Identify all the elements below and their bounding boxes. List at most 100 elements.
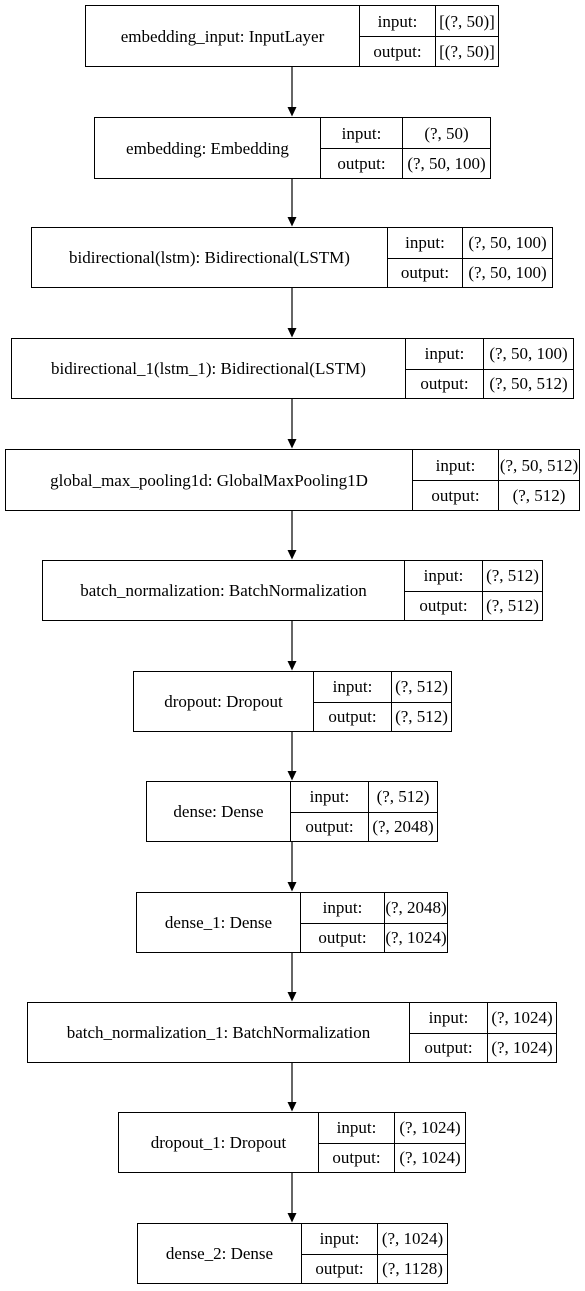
arrowhead [287,661,297,671]
input-label: input: [388,228,463,258]
input-label: input: [314,672,392,702]
io-table: input:(?, 512)output:(?, 2048) [291,782,437,841]
arrowhead [287,1213,297,1223]
input-label: input: [321,118,403,148]
output-shape: (?, 50, 100) [468,263,547,283]
layer-name: dropout: Dropout [134,672,314,731]
io-table: input:(?, 1024)output:(?, 1024) [319,1113,465,1172]
input-label: input: [360,6,436,36]
output-row: output:(?, 1024) [319,1142,465,1172]
edge-arrow [287,842,297,892]
input-row: input:(?, 50, 100) [406,339,573,369]
input-label: input: [301,893,385,923]
output-shape: [(?, 50)] [439,42,495,61]
io-table: input:(?, 2048)output:(?, 1024) [301,893,447,952]
input-label: input: [413,450,499,480]
layer-node-bidirectional-1-lstm-1: bidirectional_1(lstm_1): Bidirectional(L… [11,338,574,399]
input-label: input: [405,561,483,591]
output-shape: (?, 50, 512) [489,374,568,394]
input-row: input:(?, 512) [291,782,437,812]
io-table: input:(?, 512)output:(?, 512) [405,561,542,620]
output-row: output:(?, 1024) [301,922,447,952]
layer-name: bidirectional(lstm): Bidirectional(LSTM) [32,228,388,287]
layer-name: dropout_1: Dropout [119,1113,319,1172]
arrowhead [287,992,297,1002]
arrowhead [287,550,297,560]
output-label: output: [301,923,385,952]
layer-node-global-max-pooling1d: global_max_pooling1d: GlobalMaxPooling1D… [5,449,580,511]
input-row: input:[(?, 50)] [360,6,498,36]
input-shape: (?, 512) [486,566,539,586]
output-shape: (?, 512) [395,707,448,727]
arrowhead [287,439,297,449]
input-shape: (?, 1024) [491,1008,553,1028]
output-shape: (?, 512) [486,596,539,616]
io-table: input:(?, 1024)output:(?, 1024) [410,1003,556,1062]
edge-arrow [287,1063,297,1112]
input-row: input:(?, 50, 512) [413,450,579,480]
output-shape: (?, 50, 100) [407,154,486,173]
edge-arrow [287,621,297,671]
output-label: output: [360,37,436,66]
io-table: input:(?, 50, 512)output: (?, 512) [413,450,579,510]
layer-name: dense_1: Dense [137,893,301,952]
input-row: input:(?, 50, 100) [388,228,552,258]
input-shape: (?, 50) [424,123,469,143]
arrowhead [287,882,297,892]
arrowhead [287,1102,297,1112]
input-row: input:(?, 1024) [319,1113,465,1143]
input-label: input: [410,1003,488,1033]
output-row: output:(?, 2048) [291,811,437,841]
edge-arrow [287,288,297,338]
io-table: input:(?, 512)output:(?, 512) [314,672,451,731]
input-row: input:(?, 1024) [410,1003,556,1033]
input-row: input:(?, 512) [314,672,451,702]
input-shape: (?, 50, 100) [489,344,568,364]
output-row: output:(?, 512) [314,701,451,731]
edge-arrow [287,179,297,227]
output-label: output: [413,481,499,510]
output-row: output:(?, 50, 100) [321,148,490,178]
output-label: output: [321,149,403,178]
output-row: output:[(?, 50)] [360,36,498,66]
output-row: output:(?, 50, 100) [388,257,552,287]
edge-arrow [287,511,297,560]
output-row: output:(?, 50, 512) [406,368,573,398]
input-shape: (?, 50, 512) [499,455,579,475]
output-label: output: [314,702,392,731]
output-label: output: [406,369,484,398]
input-label: input: [291,782,369,812]
layer-node-bidirectional-lstm: bidirectional(lstm): Bidirectional(LSTM)… [31,227,553,288]
input-shape: (?, 2048) [385,898,447,918]
edge-arrow [287,67,297,117]
layer-name: global_max_pooling1d: GlobalMaxPooling1D [6,450,413,510]
output-shape: (?, 512) [512,486,566,505]
layer-name: dense: Dense [147,782,291,841]
input-label: input: [302,1224,378,1254]
io-table: input:[(?, 50)]output:[(?, 50)] [360,6,498,66]
arrowhead [287,328,297,338]
arrowhead [287,217,297,227]
output-label: output: [405,591,483,620]
edge-arrow [287,399,297,449]
input-label: input: [406,339,484,369]
edge-arrow [287,732,297,781]
io-table: input:(?, 50, 100)output:(?, 50, 512) [406,339,573,398]
layer-name: batch_normalization: BatchNormalization [43,561,405,620]
input-shape: [(?, 50)] [439,11,495,31]
input-row: input:(?, 2048) [301,893,447,923]
input-shape: (?, 50, 100) [468,233,547,253]
io-table: input: (?, 50) output:(?, 50, 100) [321,118,490,178]
output-shape: (?, 1024) [399,1148,461,1168]
output-shape: (?, 1024) [491,1038,553,1058]
output-shape: (?, 1128) [382,1259,443,1279]
arrowhead [287,107,297,117]
output-label: output: [410,1033,488,1062]
